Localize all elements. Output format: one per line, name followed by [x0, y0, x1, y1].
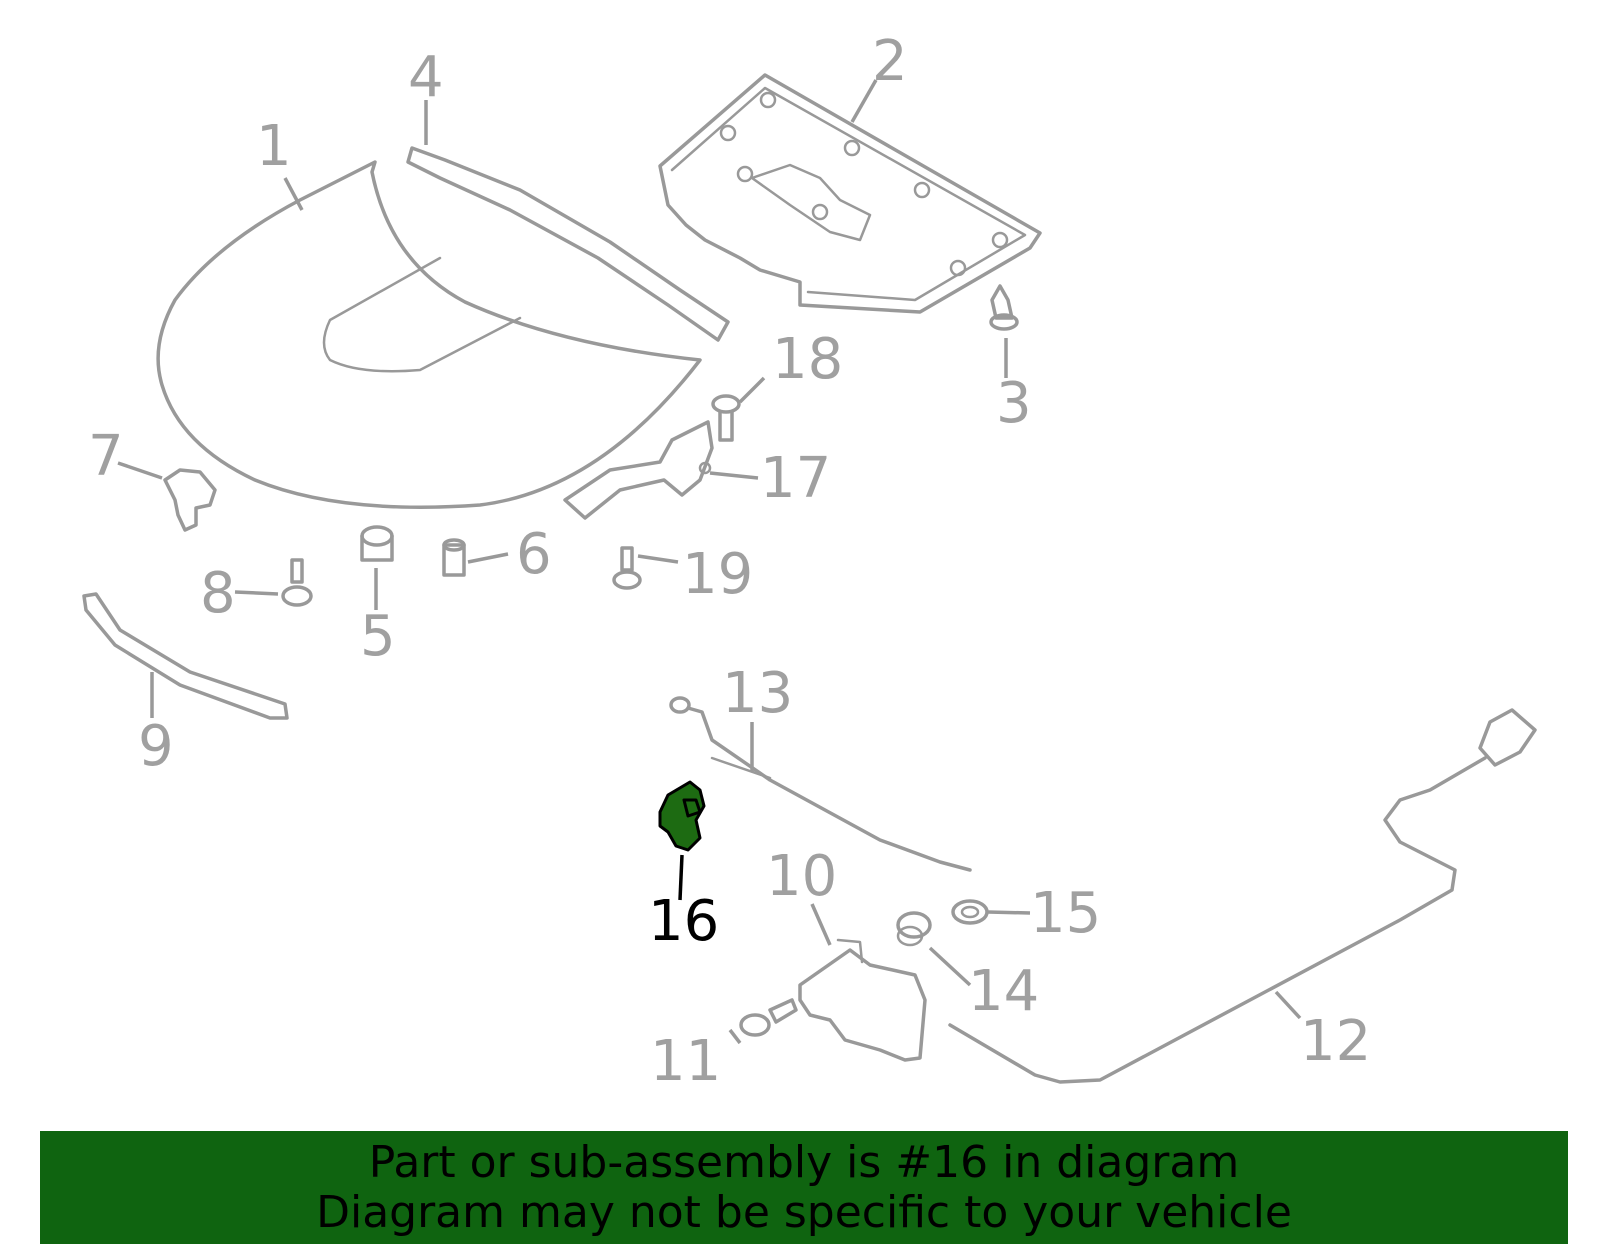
- part-10-latch[interactable]: [798, 938, 927, 1062]
- part-14-grommet[interactable]: [896, 911, 932, 947]
- part-17-hinge[interactable]: [563, 420, 714, 520]
- callout-label-3: 3: [996, 371, 1032, 436]
- callout-label-7: 7: [88, 424, 124, 489]
- part-3-clip[interactable]: [989, 284, 1019, 331]
- parts-diagram: 1 2 3 4 5 6 7 8 9 10 11 12 13 14 15 16 1…: [82, 29, 1537, 1094]
- part-18-bolt[interactable]: [711, 394, 741, 442]
- callout-label-2: 2: [872, 29, 908, 94]
- part-19-bolt[interactable]: [612, 546, 642, 590]
- callout-label-10: 10: [766, 844, 837, 909]
- part-7-bumper[interactable]: [163, 468, 217, 532]
- banner-line-2: Diagram may not be specific to your vehi…: [316, 1187, 1292, 1238]
- part-15-clip[interactable]: [951, 899, 989, 925]
- part-5-stopper[interactable]: [360, 525, 394, 562]
- callout-label-1: 1: [256, 114, 292, 179]
- callout-label-4: 4: [408, 45, 444, 110]
- callout-label-19: 19: [682, 542, 753, 607]
- callout-label-12: 12: [1300, 1009, 1371, 1074]
- callout-label-18: 18: [772, 327, 843, 392]
- part-4-seal[interactable]: [406, 146, 730, 342]
- part-6-cushion[interactable]: [442, 538, 466, 577]
- callout-label-5: 5: [360, 604, 396, 669]
- part-1-hood[interactable]: [156, 160, 702, 509]
- part-12-cable[interactable]: [948, 708, 1537, 1084]
- part-8-bolt[interactable]: [281, 558, 313, 607]
- part-11-bolt[interactable]: [739, 998, 798, 1037]
- callout-label-13: 13: [722, 661, 793, 726]
- callout-label-14: 14: [968, 959, 1039, 1024]
- callout-labels: 1 2 3 4 5 6 7 8 9 10 11 12 13 14 15 16 1…: [88, 29, 1371, 1094]
- callout-label-16: 16: [648, 889, 719, 954]
- callout-label-11: 11: [650, 1029, 721, 1094]
- info-banner: Part or sub-assembly is #16 in diagram D…: [40, 1131, 1568, 1244]
- callout-label-9: 9: [138, 714, 174, 779]
- banner-line-1: Part or sub-assembly is #16 in diagram: [368, 1137, 1240, 1188]
- callout-label-15: 15: [1030, 881, 1101, 946]
- part-2-insulator[interactable]: [658, 73, 1042, 314]
- callout-label-17: 17: [760, 446, 831, 511]
- part-16-highlighted[interactable]: [658, 780, 706, 852]
- callout-label-8: 8: [200, 561, 236, 626]
- callout-arrows: [117, 79, 1302, 1045]
- part-13-cable[interactable]: [669, 696, 972, 872]
- part-9-weatherstrip[interactable]: [82, 592, 289, 720]
- callout-label-6: 6: [516, 522, 552, 587]
